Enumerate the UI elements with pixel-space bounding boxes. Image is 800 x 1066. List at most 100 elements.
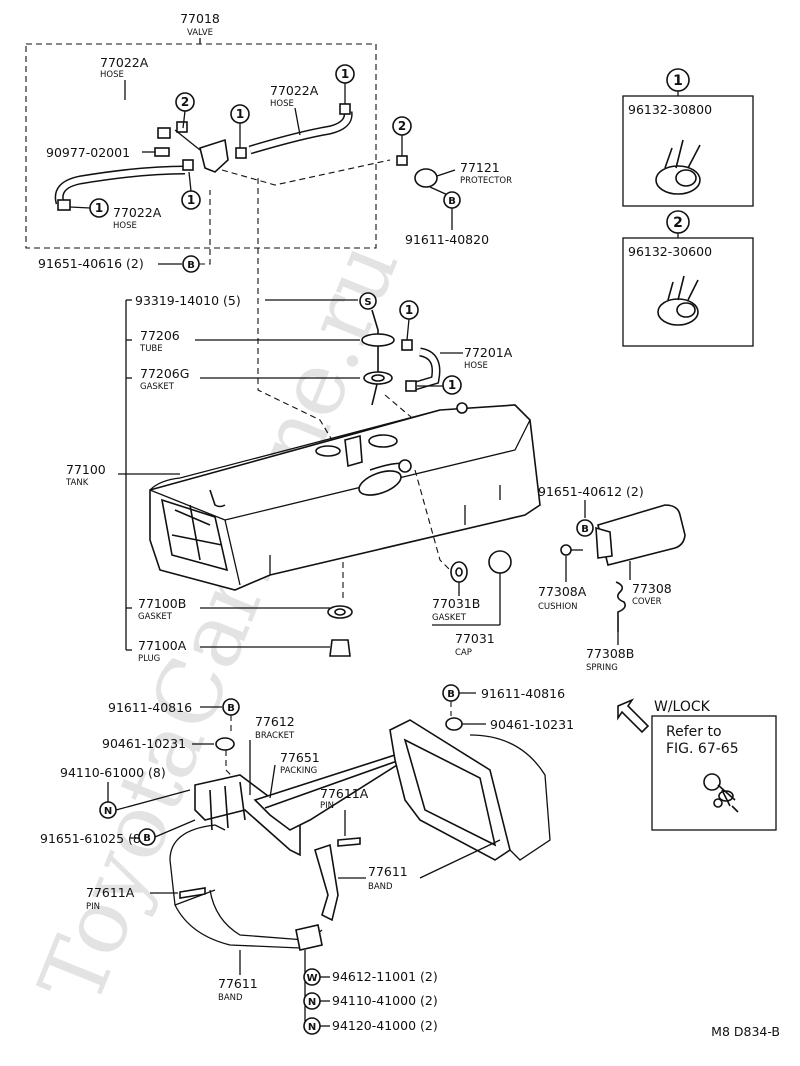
svg-text:B: B bbox=[581, 524, 589, 535]
wlock-fig: FIG. 67-65 bbox=[666, 741, 739, 757]
svg-text:W: W bbox=[306, 973, 317, 984]
label-hose-b-name: HOSE bbox=[270, 99, 294, 109]
label-90977: 90977-02001 bbox=[46, 145, 130, 160]
cover-77308 bbox=[597, 504, 686, 566]
drain-parts bbox=[327, 562, 353, 657]
label-tube-name: TUBE bbox=[139, 344, 163, 354]
fuel-tank bbox=[149, 402, 541, 591]
marker-1-hose-c: 1 bbox=[89, 198, 109, 218]
label-94120-41000: 94120-41000 (2) bbox=[332, 1018, 438, 1033]
wlock-label: W/LOCK bbox=[654, 699, 711, 715]
label-protector-name: PROTECTOR bbox=[460, 176, 512, 186]
label-gasket-g-no: 77206G bbox=[140, 366, 189, 381]
label-91651-61025: 91651-61025 (8) bbox=[40, 831, 146, 846]
label-hose-201-name: HOSE bbox=[464, 361, 488, 371]
cap-77031 bbox=[488, 550, 512, 574]
label-band-l-no: 77611 bbox=[218, 976, 258, 991]
wlock-reference: W/LOCK Refer to FIG. 67-65 bbox=[617, 698, 777, 831]
label-93319: 93319-14010 (5) bbox=[135, 293, 241, 308]
svg-text:1: 1 bbox=[341, 67, 349, 81]
label-hose-c-name: HOSE bbox=[113, 221, 137, 231]
valve-body bbox=[199, 138, 229, 173]
label-hose-c-no: 77022A bbox=[113, 205, 162, 220]
label-plug-name: PLUG bbox=[138, 654, 160, 664]
label-cap-no: 77031 bbox=[455, 631, 495, 646]
marker-n-94110-41000: N bbox=[303, 992, 321, 1010]
label-cover-no: 77308 bbox=[632, 581, 672, 596]
clip-2-part-no: 96132-30600 bbox=[628, 244, 712, 259]
label-94110-61000: 94110-61000 (8) bbox=[60, 765, 166, 780]
bolt-91651-40616: 91651-40616 (2) B bbox=[38, 190, 211, 273]
label-gasket-031b-no: 77031B bbox=[432, 596, 480, 611]
label-packing-no: 77651 bbox=[280, 750, 320, 765]
label-cover-name: COVER bbox=[632, 597, 662, 607]
label-plug-no: 77100A bbox=[138, 638, 187, 653]
marker-1-valve: 1 bbox=[230, 104, 250, 124]
label-pin-l-no: 77611A bbox=[86, 885, 135, 900]
marker-n-94120-41000: N bbox=[303, 1017, 321, 1035]
filler-parts: 77031B GASKET 77031 CAP bbox=[414, 469, 512, 658]
pin-77611a-left bbox=[179, 887, 206, 899]
label-spring-no: 77308B bbox=[586, 646, 634, 661]
label-gasket-031b-name: GASKET bbox=[432, 613, 467, 623]
svg-text:N: N bbox=[308, 997, 316, 1008]
label-hose-a-name: HOSE bbox=[100, 70, 124, 80]
svg-text:1: 1 bbox=[236, 107, 244, 121]
protector-part bbox=[414, 168, 438, 188]
spring-77308b bbox=[615, 581, 626, 632]
valve-group: 77018 VALVE 77022A HOSE 2 1 90977-02001 bbox=[25, 11, 377, 249]
label-tank-name: TANK bbox=[65, 478, 89, 488]
label-pin-r-name: PIN bbox=[320, 801, 334, 811]
label-gasket-100b-name: GASKET bbox=[138, 612, 173, 622]
hose-lower-left bbox=[56, 167, 186, 204]
key-lock-icon bbox=[703, 773, 739, 813]
svg-text:1: 1 bbox=[448, 378, 456, 392]
svg-text:N: N bbox=[308, 1022, 316, 1033]
marker-1-hose-201: 1 bbox=[442, 375, 462, 395]
label-90461-left: 90461-10231 bbox=[102, 736, 186, 751]
svg-text:2: 2 bbox=[398, 119, 406, 133]
tank-label-tree: 93319-14010 (5) S 77206 TUBE 77206G GASK… bbox=[65, 292, 377, 664]
svg-text:B: B bbox=[187, 260, 195, 271]
label-91651-40612: 91651-40612 (2) bbox=[538, 484, 644, 499]
label-bracket-no: 77612 bbox=[255, 714, 295, 729]
svg-text:N: N bbox=[104, 806, 112, 817]
label-band-r-no: 77611 bbox=[368, 864, 408, 879]
marker-1-valve-low: 1 bbox=[181, 190, 201, 210]
clip-1-part-no: 96132-30800 bbox=[628, 102, 712, 117]
label-valve-no: 77018 bbox=[180, 11, 220, 26]
plug-77100a bbox=[329, 639, 351, 657]
svg-text:S: S bbox=[364, 297, 371, 308]
label-cushion-no: 77308A bbox=[538, 584, 587, 599]
svg-text:B: B bbox=[448, 196, 456, 207]
bracket-77612 bbox=[194, 774, 301, 857]
clip-box-1: 1 96132-30800 bbox=[622, 68, 754, 207]
svg-text:2: 2 bbox=[181, 95, 189, 109]
hose-77201a bbox=[414, 349, 439, 389]
label-hose-b-no: 77022A bbox=[270, 83, 319, 98]
cover-group: 91651-40612 (2) B 77308 COVER 77308A CUS… bbox=[538, 484, 686, 673]
tank-bracket-assembly: 91611-40816 B 90461-10231 94110-61000 (8… bbox=[40, 684, 574, 1035]
svg-text:1: 1 bbox=[95, 201, 103, 215]
sender-tube-parts: 1 77201A HOSE 1 bbox=[361, 300, 513, 406]
marker-1-hose-b: 1 bbox=[335, 64, 355, 84]
watermark: ToyotaCarMine.ru bbox=[19, 227, 418, 1017]
wlock-refer: Refer to bbox=[666, 724, 722, 740]
hose-upper-right bbox=[249, 111, 352, 153]
marker-w-94612: W bbox=[303, 968, 321, 986]
label-packing-name: PACKING bbox=[280, 766, 317, 776]
band-77611-right bbox=[314, 843, 339, 922]
label-gasket-100b-no: 77100B bbox=[138, 596, 186, 611]
label-bracket-name: BRACKET bbox=[255, 731, 295, 741]
marker-1-tube: 1 bbox=[399, 300, 419, 320]
clip-1-marker: 1 bbox=[673, 73, 683, 89]
label-gasket-g-name: GASKET bbox=[140, 382, 175, 392]
label-hose-a-no: 77022A bbox=[100, 55, 149, 70]
marker-2-valve: 2 bbox=[175, 92, 195, 112]
label-91611-40820: 91611-40820 bbox=[405, 232, 489, 247]
svg-text:B: B bbox=[227, 703, 235, 714]
label-band-r-name: BAND bbox=[368, 882, 393, 892]
label-pin-l-name: PIN bbox=[86, 902, 100, 912]
svg-text:B: B bbox=[447, 689, 455, 700]
